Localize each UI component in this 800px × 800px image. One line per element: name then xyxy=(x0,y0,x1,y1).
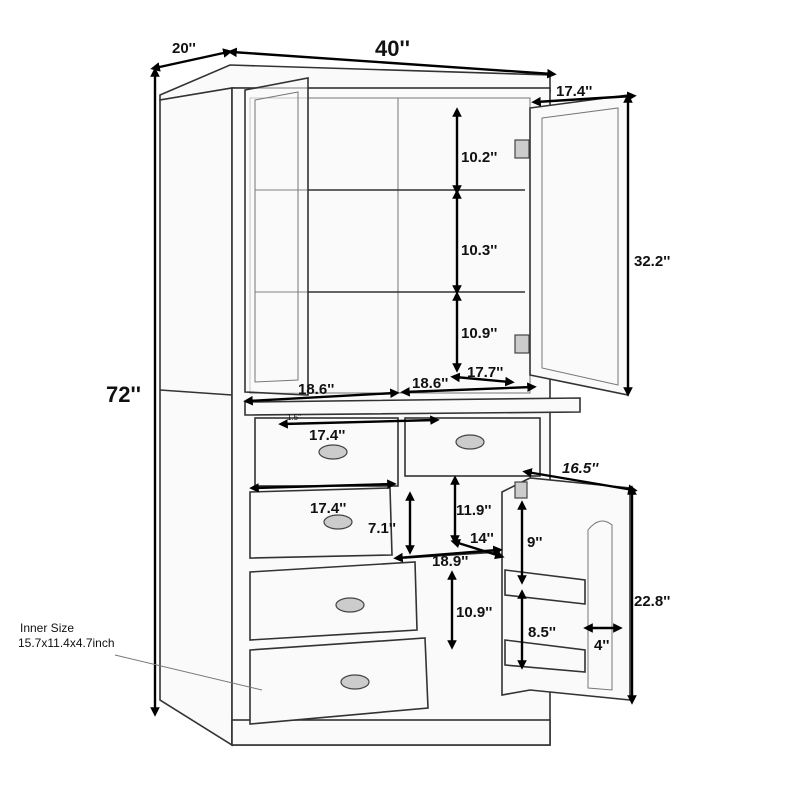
drawer xyxy=(249,561,418,641)
cabinet-body xyxy=(159,64,631,747)
label-upper-height: 32.2'' xyxy=(634,253,670,270)
upper-left-door xyxy=(244,77,309,396)
label-top-drawer-width: 17.4'' xyxy=(309,427,345,444)
label-drawer-height: 7.1'' xyxy=(368,520,396,537)
label-shelf-2-height: 10.3'' xyxy=(461,242,497,259)
label-lower-depth: 14'' xyxy=(470,530,494,547)
label-door-shelf-2-height: 8.5'' xyxy=(528,624,556,641)
hinge-icon xyxy=(514,334,530,354)
label-depth-top: 20'' xyxy=(172,40,196,57)
label-total-height: 72'' xyxy=(106,382,141,407)
label-lower-door-width: 16.5'' xyxy=(562,460,599,477)
drawer-handle-icon xyxy=(455,434,485,450)
door-shelf xyxy=(504,639,586,673)
hinge-icon xyxy=(514,481,528,499)
label-upper-depth: 17.7'' xyxy=(467,364,503,381)
drawer-handle-icon xyxy=(318,444,348,460)
label-pullout-depth: 1.5'' xyxy=(287,413,302,422)
drawer-handle-icon xyxy=(340,674,370,690)
inner-size-value: 15.7x11.4x4.7inch xyxy=(18,636,115,650)
drawer-handle-icon xyxy=(323,514,353,530)
label-door-shelf-1-height: 9'' xyxy=(527,534,542,551)
dimension-lines xyxy=(114,47,638,717)
label-lower-height: 22.8'' xyxy=(634,593,670,610)
label-lower-width: 18.9'' xyxy=(432,553,468,570)
cabinet-base xyxy=(231,719,551,746)
cabinet-side-panel xyxy=(159,87,233,747)
label-door-shelf-depth: 4'' xyxy=(594,637,609,654)
label-upper-left-width: 18.6'' xyxy=(298,381,334,398)
label-width: 40'' xyxy=(375,36,410,61)
label-door-width-top: 17.4'' xyxy=(556,83,592,100)
label-shelf-3-height: 10.9'' xyxy=(461,325,497,342)
label-shelf-1-height: 10.2'' xyxy=(461,149,497,166)
upper-right-door xyxy=(529,94,629,396)
door-shelf xyxy=(504,569,586,605)
label-upper-right-width: 18.6'' xyxy=(412,375,448,392)
dimension-labels: 20'' 40'' 17.4'' 10.2'' 10.3'' 10.9'' 32… xyxy=(18,36,670,654)
hinge-icon xyxy=(514,139,530,159)
label-drawer-width: 17.4'' xyxy=(310,500,346,517)
drawer xyxy=(249,637,429,725)
label-lower-shelf-2-height: 10.9'' xyxy=(456,604,492,621)
label-lower-shelf-1-height: 11.9'' xyxy=(456,502,492,519)
drawer-handle-icon xyxy=(335,597,365,613)
inner-size-title: Inner Size xyxy=(20,621,74,635)
